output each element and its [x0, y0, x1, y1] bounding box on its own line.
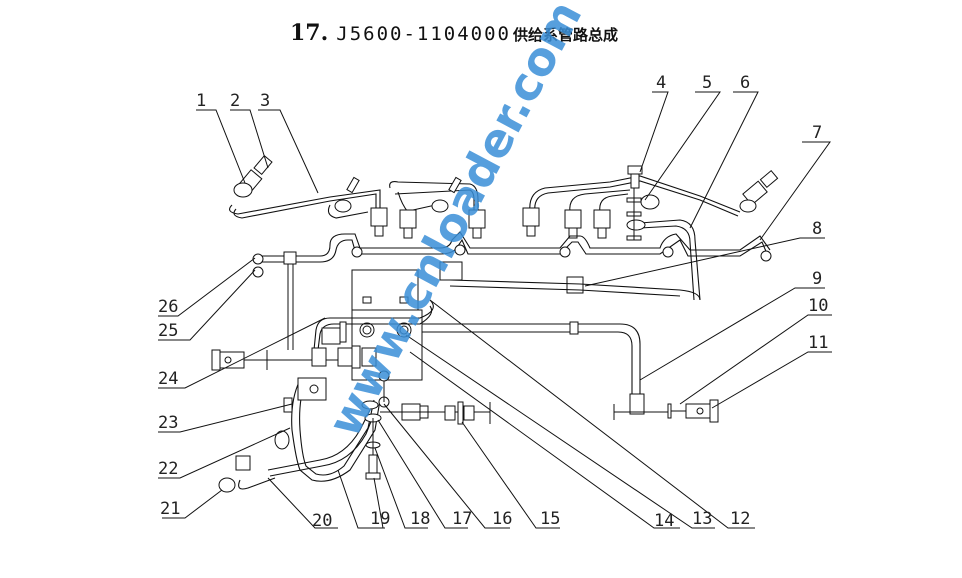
callout-5: 5	[702, 73, 712, 93]
callout-25: 25	[158, 321, 178, 341]
injector-left	[233, 154, 273, 198]
callout-19: 19	[370, 509, 390, 529]
callout-2: 2	[230, 91, 240, 111]
watermark: www.cnloader.com	[317, 0, 592, 445]
callout-8: 8	[812, 219, 822, 239]
injector-nuts-right	[522, 194, 660, 239]
callout-18: 18	[410, 509, 430, 529]
figure-number: 17.	[290, 20, 329, 46]
callout-20: 20	[312, 511, 332, 531]
callout-24: 24	[158, 369, 178, 389]
callout-12: 12	[730, 509, 750, 529]
callout-21: 21	[160, 499, 180, 519]
callout-4: 4	[656, 73, 666, 93]
lower-fittings	[361, 370, 491, 480]
drain-fittings	[667, 399, 719, 423]
callout-26: 26	[158, 297, 178, 317]
right-injector-pipes	[529, 175, 741, 301]
callout-9: 9	[812, 269, 822, 289]
callout-numbers: 1 2 3 4 5 6 7 8 9 10 11 12 13 14 15 16 1…	[158, 73, 828, 531]
callout-13: 13	[692, 509, 712, 529]
callout-11: 11	[808, 333, 828, 353]
callout-22: 22	[158, 459, 178, 479]
left-fittings	[211, 321, 377, 371]
callout-14: 14	[654, 511, 674, 531]
callout-23: 23	[158, 413, 178, 433]
left-injector-pipes	[229, 181, 479, 219]
callout-3: 3	[260, 91, 270, 111]
leader-lines	[158, 91, 832, 529]
injector-nuts-left	[334, 176, 486, 239]
callout-16: 16	[492, 509, 512, 529]
part-code: J5600-1104000	[336, 23, 511, 45]
return-rail	[252, 231, 772, 350]
callout-7: 7	[812, 123, 822, 143]
filter-head-block	[313, 261, 701, 381]
callout-10: 10	[808, 296, 828, 316]
injector-right	[739, 169, 779, 213]
assembly-name: 供给系管路总成	[513, 26, 619, 44]
lower-hoses	[218, 377, 381, 493]
callout-17: 17	[452, 509, 472, 529]
banjo-bolt	[626, 165, 646, 241]
callout-6: 6	[740, 73, 750, 93]
fuel-line-to-tank	[422, 321, 670, 420]
callout-15: 15	[540, 509, 560, 529]
callout-1: 1	[196, 91, 206, 111]
diagram-title: 17. J5600-1104000 供给系管路总成	[290, 20, 618, 52]
